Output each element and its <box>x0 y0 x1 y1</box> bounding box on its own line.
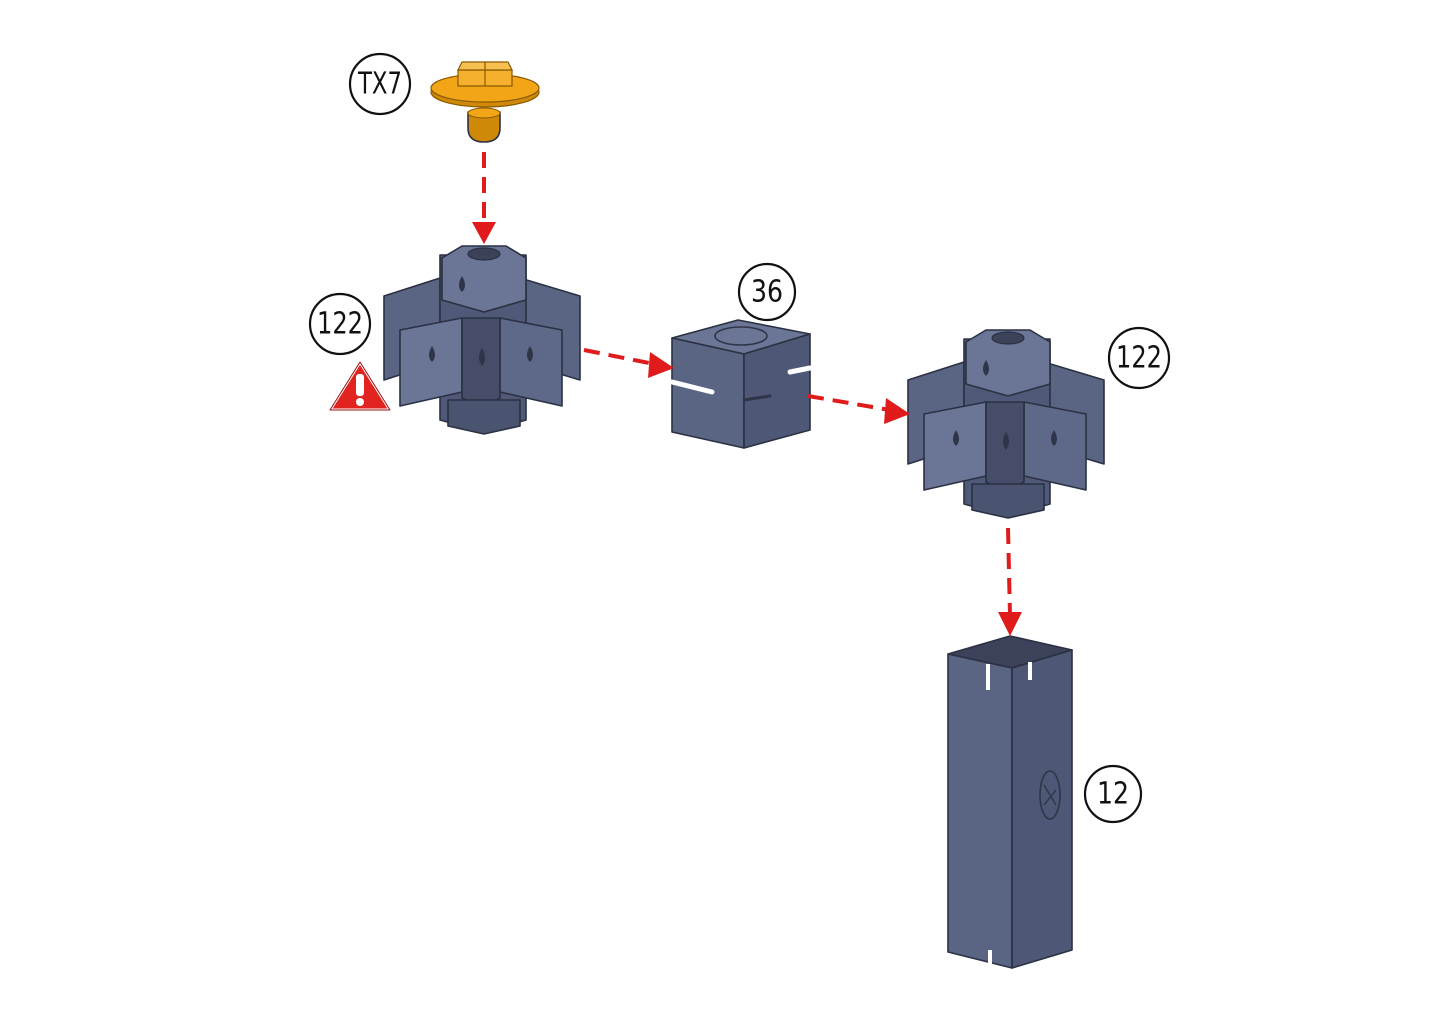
callout-label-tube: 12 <box>1097 777 1129 812</box>
arrow-connector-to-spacer <box>584 350 654 364</box>
callout-connector-right: 122 <box>1109 328 1169 388</box>
arrow-head-down-1 <box>472 222 496 244</box>
warning-triangle-icon <box>330 362 390 410</box>
square-tube <box>948 636 1072 970</box>
screw-part <box>431 62 539 142</box>
connector-block-left <box>384 246 580 434</box>
callout-label-spacer: 36 <box>751 275 783 310</box>
arrow-head-right-1 <box>648 352 674 378</box>
callout-tube: 12 <box>1085 766 1141 822</box>
arrow-spacer-to-connector <box>808 396 890 410</box>
arrow-connector-to-tube <box>1008 528 1010 616</box>
spacer-block <box>672 320 810 448</box>
callout-label-connector-top: 122 <box>317 307 363 342</box>
callout-connector-top: 122 <box>310 294 370 354</box>
arrow-head-right-2 <box>884 398 910 424</box>
callout-label-connector-right: 122 <box>1116 341 1162 376</box>
arrow-head-down-2 <box>998 612 1022 636</box>
callout-label-screw: TX7 <box>357 67 402 102</box>
callout-screw: TX7 <box>350 54 410 114</box>
connector-block-right <box>908 330 1104 518</box>
callout-spacer: 36 <box>739 264 795 320</box>
